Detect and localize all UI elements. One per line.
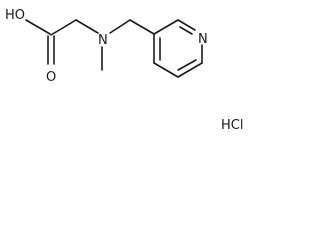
amine-nitrogen-label: N [98, 33, 108, 48]
bond-carboxyl-c-ch2 [50, 19, 77, 36]
bond-ch2-n [75, 19, 99, 34]
ring-bond-c3-c2 [153, 19, 179, 35]
hydroxyl-label: HO [5, 8, 25, 23]
bond-ho-carboxyl-c [25, 19, 51, 35]
ring-bond-c2-n [177, 19, 196, 31]
pyridine-nitrogen-label: N [198, 32, 208, 47]
carbonyl-oxygen-label: O [46, 70, 56, 85]
ring-inner-double-c2-n [179, 26, 193, 35]
ring-bond-c6-c5 [177, 62, 203, 78]
bond-n-ch2 [109, 19, 131, 34]
chemical-structure-diagram: HO O N N HCl [5, 8, 243, 133]
salt-label: HCl [221, 118, 243, 133]
ring-bond-c5-c4 [153, 62, 179, 78]
bond-ch2-ring [129, 19, 155, 35]
ring-inner-double-c6-c5 [177, 59, 197, 71]
